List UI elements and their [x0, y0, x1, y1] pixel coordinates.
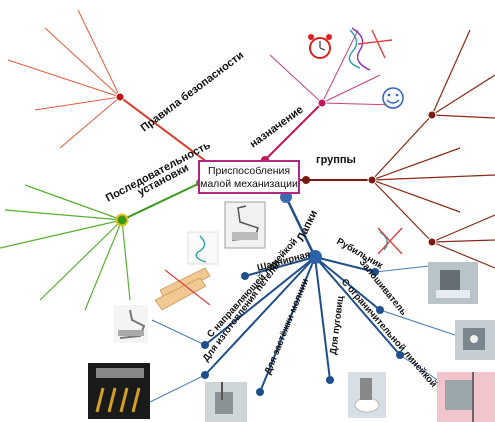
metal-foot-photo [114, 305, 148, 343]
label-sequence-line1: Последовательность [104, 139, 213, 205]
ruffler-foot-photo [428, 262, 478, 304]
branch-feet [149, 191, 456, 403]
central-topic-line1: Приспособления [207, 165, 291, 177]
label-groups: группы [316, 154, 356, 166]
label-foot-button: Для пуговиц [328, 295, 346, 355]
central-topic: Приспособления малой механизации [198, 160, 300, 194]
edge-guide-foot-photo [437, 372, 495, 422]
thread-cross-sketch [377, 227, 403, 255]
zipper-foot-photo [205, 382, 247, 422]
hemmer-foot-photo [455, 320, 495, 360]
thread-sketch-photo [187, 231, 219, 265]
label-foot-zipper: Для застёжки-молнии [263, 277, 312, 376]
alarm-clock-icon [308, 34, 332, 59]
button-foot-photo [348, 372, 386, 418]
seam-sketch [154, 267, 211, 311]
buttonhole-photo [88, 363, 150, 419]
branch-purpose [261, 27, 404, 164]
presser-foot-photo [224, 201, 266, 249]
central-topic-line2: малой механизации [200, 178, 298, 190]
label-safety: Правила безопасности [139, 49, 247, 134]
thread-sketch-icon [348, 27, 393, 71]
branch-groups [300, 29, 495, 269]
smiley-icon [382, 87, 404, 109]
branch-sequence [0, 179, 204, 311]
